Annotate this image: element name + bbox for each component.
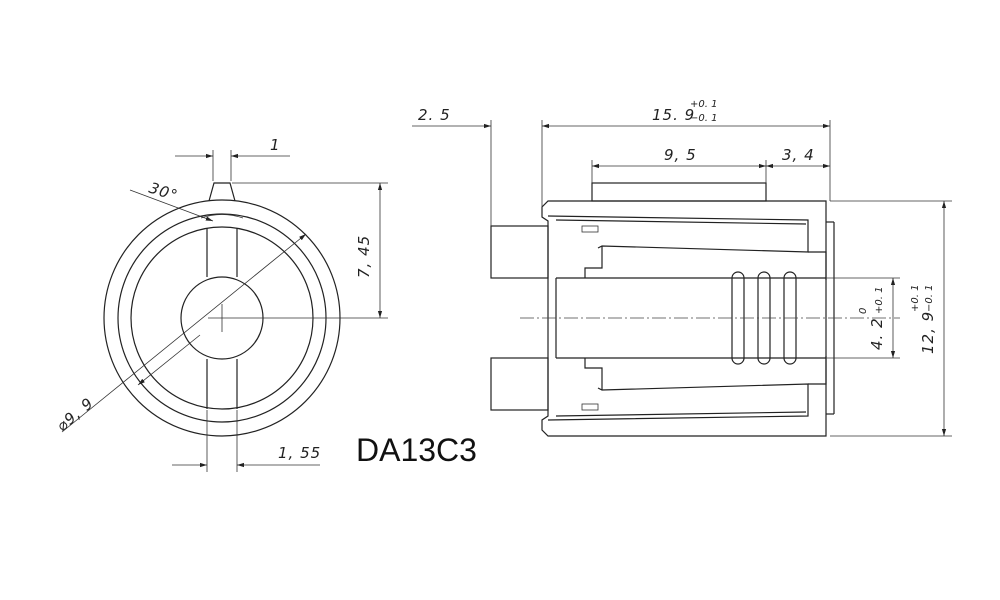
slot-lines bbox=[206, 228, 238, 409]
flange-dimension: 2. 5 bbox=[412, 106, 491, 129]
diameter-label: ⌀9, 9 bbox=[53, 394, 97, 435]
pointer-width-label: 1 bbox=[270, 136, 281, 154]
outer-height-dimension: 12, 9 +0. 1 −0. 1 bbox=[830, 200, 952, 437]
slot-width-label: 1, 55 bbox=[278, 444, 321, 462]
part-code-label: DA13C3 bbox=[356, 432, 477, 468]
bore-tol-lower: +0. 1 bbox=[874, 287, 885, 314]
tip-height-dimension: 7, 45 bbox=[232, 182, 388, 319]
slot-width-dimension: 1, 55 bbox=[172, 410, 321, 472]
overall-length-tol-lower: −0. 1 bbox=[690, 113, 717, 124]
flange-label: 2. 5 bbox=[418, 106, 451, 124]
pointer-tip bbox=[208, 182, 236, 202]
outer-height-tol-upper: +0. 1 bbox=[910, 285, 921, 312]
overall-length-dimension: 15. 9 +0. 1 −0. 1 bbox=[542, 99, 830, 129]
skirt-length-label: 9, 5 bbox=[664, 146, 697, 164]
bore-label: 4. 2 bbox=[868, 317, 886, 350]
cap-length-dimension: 3, 4 bbox=[766, 146, 830, 169]
bore-dimension: 4. 2 0 +0. 1 bbox=[826, 277, 900, 359]
pointer-width-dimension: 1 bbox=[175, 136, 290, 181]
overall-length-tol-upper: +0. 1 bbox=[690, 99, 717, 110]
diameter-dimension: ⌀9, 9 bbox=[53, 233, 307, 435]
top-tab bbox=[591, 182, 767, 202]
outer-height-tol-lower: −0. 1 bbox=[924, 285, 935, 312]
overall-length-label: 15. 9 bbox=[652, 106, 695, 124]
tip-height-label: 7, 45 bbox=[355, 235, 373, 278]
upper-boss bbox=[490, 225, 549, 279]
front-view: 1 30° 7, 45 ⌀9, 9 1, 55 bbox=[53, 136, 388, 472]
cap-length-label: 3, 4 bbox=[782, 146, 815, 164]
outer-height-label: 12, 9 bbox=[919, 311, 937, 354]
lower-boss bbox=[490, 357, 549, 411]
bore-tol-upper: 0 bbox=[858, 308, 869, 314]
skirt-length-dimension: 9, 5 bbox=[592, 146, 766, 169]
pointer-angle-label: 30° bbox=[147, 179, 181, 205]
side-view: 2. 5 15. 9 +0. 1 −0. 1 9, 5 3, 4 bbox=[412, 99, 952, 437]
